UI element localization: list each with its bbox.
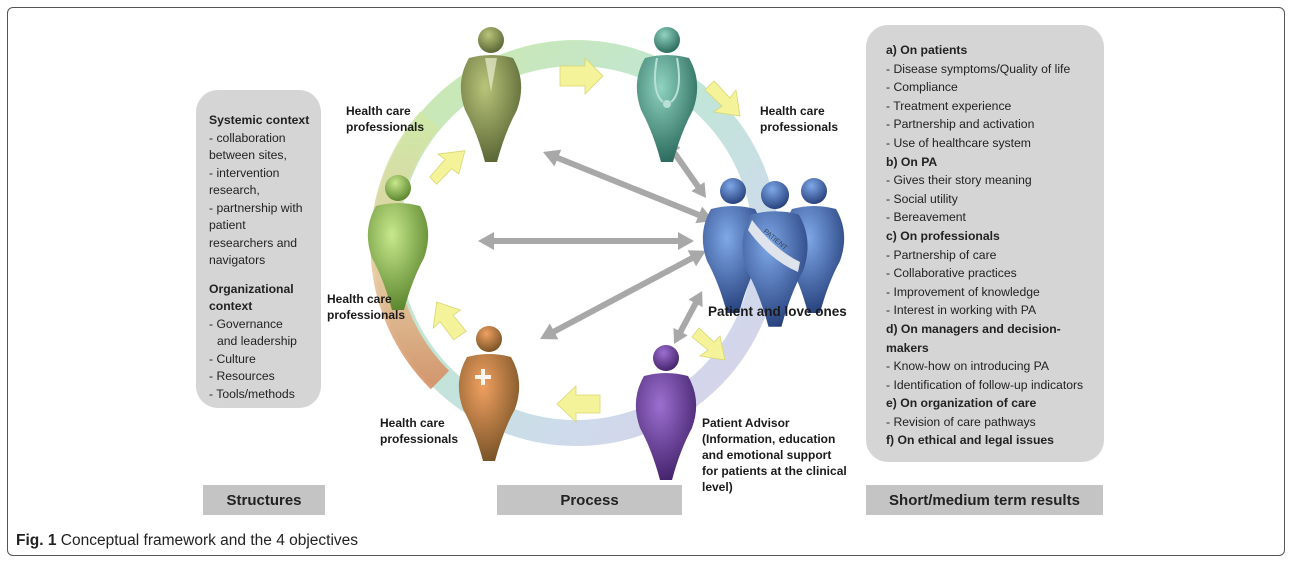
organizational-context-title-2: context (209, 299, 253, 313)
systemic-line: patient (209, 218, 246, 232)
results-heading: a) On patients (886, 43, 968, 57)
results-item: - Social utility (886, 191, 958, 206)
org-line: - Tools/methods (209, 386, 295, 401)
patient-figures: PATIENT (702, 178, 845, 327)
results-item: - Compliance (886, 80, 958, 95)
results-heading: b) On PA (886, 154, 938, 169)
results-item: - Disease symptoms/Quality of life (886, 61, 1071, 76)
patient-advisor-label: Patient Advisor (Information, education … (702, 416, 847, 494)
figure-caption-text: Conceptual framework and the 4 objective… (60, 532, 359, 549)
results-list: a) On patients - Disease symptoms/Quality… (886, 41, 1101, 450)
yellow-arrow (559, 57, 604, 95)
results-item: - Partnership of care (886, 247, 997, 262)
hcp-figure-doctor (636, 27, 698, 162)
systemic-line: - partnership with (209, 200, 303, 215)
patient-advisor-figure (635, 345, 697, 480)
gray-arrow (665, 140, 706, 198)
results-item: - Use of healthcare system (886, 135, 1031, 150)
yellow-arrow (432, 301, 467, 341)
results-item: - Partnership and activation (886, 117, 1035, 132)
results-item: - Treatment experience (886, 98, 1012, 113)
hcp-label-top: Health care professionals (346, 104, 425, 134)
yellow-arrow (556, 385, 601, 423)
results-item: - Revision of care pathways (886, 414, 1036, 429)
results-panel: a) On patients - Disease symptoms/Quality… (866, 25, 1104, 462)
gray-arrow (673, 291, 703, 344)
gray-arrow (478, 232, 694, 250)
hcp-label-left: Health care professionals (327, 292, 406, 322)
patient-band (748, 220, 800, 272)
org-line: - Governance (209, 316, 283, 331)
results-item: - Know-how on introducing PA (886, 359, 1050, 374)
systemic-line: navigators (209, 253, 266, 267)
results-item: - Gives their story meaning (886, 173, 1032, 188)
figure-caption: Fig. 1 Conceptual framework and the 4 ob… (16, 532, 358, 550)
hcp-figure-nurse (458, 326, 520, 461)
systemic-line: between sites, (209, 148, 287, 162)
hcp-label-bottom: Health care professionals (380, 416, 459, 446)
hcp-label-right: Health care professionals (760, 104, 839, 134)
patients-label: Patient and love ones (708, 304, 847, 319)
org-line: and leadership (217, 334, 297, 348)
results-item: - Bereavement (886, 210, 966, 225)
yellow-arrow (429, 150, 466, 185)
results-heading: e) On organization of care (886, 396, 1037, 411)
results-heading: f) On ethical and legal issues (886, 433, 1054, 448)
systemic-line: researchers and (209, 235, 298, 250)
systemic-line: research, (209, 183, 260, 197)
structures-panel: Systemic context - collaboration between… (196, 90, 321, 408)
figure-frame (7, 7, 1285, 556)
hcp-figure-top (460, 27, 522, 162)
structures-label: Structures (203, 485, 325, 515)
cycle-arrows (429, 57, 741, 423)
results-label: Short/medium term results (866, 485, 1103, 515)
results-item: - Identification of follow-up indicators (886, 377, 1084, 392)
results-item: - Interest in working with PA (886, 303, 1037, 318)
results-item: - Improvement of knowledge (886, 284, 1040, 299)
figure-number: Fig. 1 (16, 532, 57, 549)
interaction-arrows (478, 140, 714, 344)
systemic-line: - collaboration (209, 130, 286, 145)
results-heading: c) On professionals (886, 228, 1000, 243)
results-heading: d) On managers and decision-makers (886, 321, 1061, 355)
yellow-arrow (704, 80, 741, 117)
systemic-line: - intervention (209, 165, 280, 180)
process-label: Process (497, 485, 682, 515)
organizational-context-title: Organizational (209, 281, 294, 296)
results-item: - Collaborative practices (886, 266, 1017, 281)
org-line: - Resources (209, 369, 275, 383)
yellow-arrow (691, 327, 726, 361)
systemic-context-title: Systemic context (209, 113, 310, 127)
org-line: - Culture (209, 351, 256, 366)
gray-arrow (543, 149, 714, 224)
gray-arrow (540, 250, 706, 340)
